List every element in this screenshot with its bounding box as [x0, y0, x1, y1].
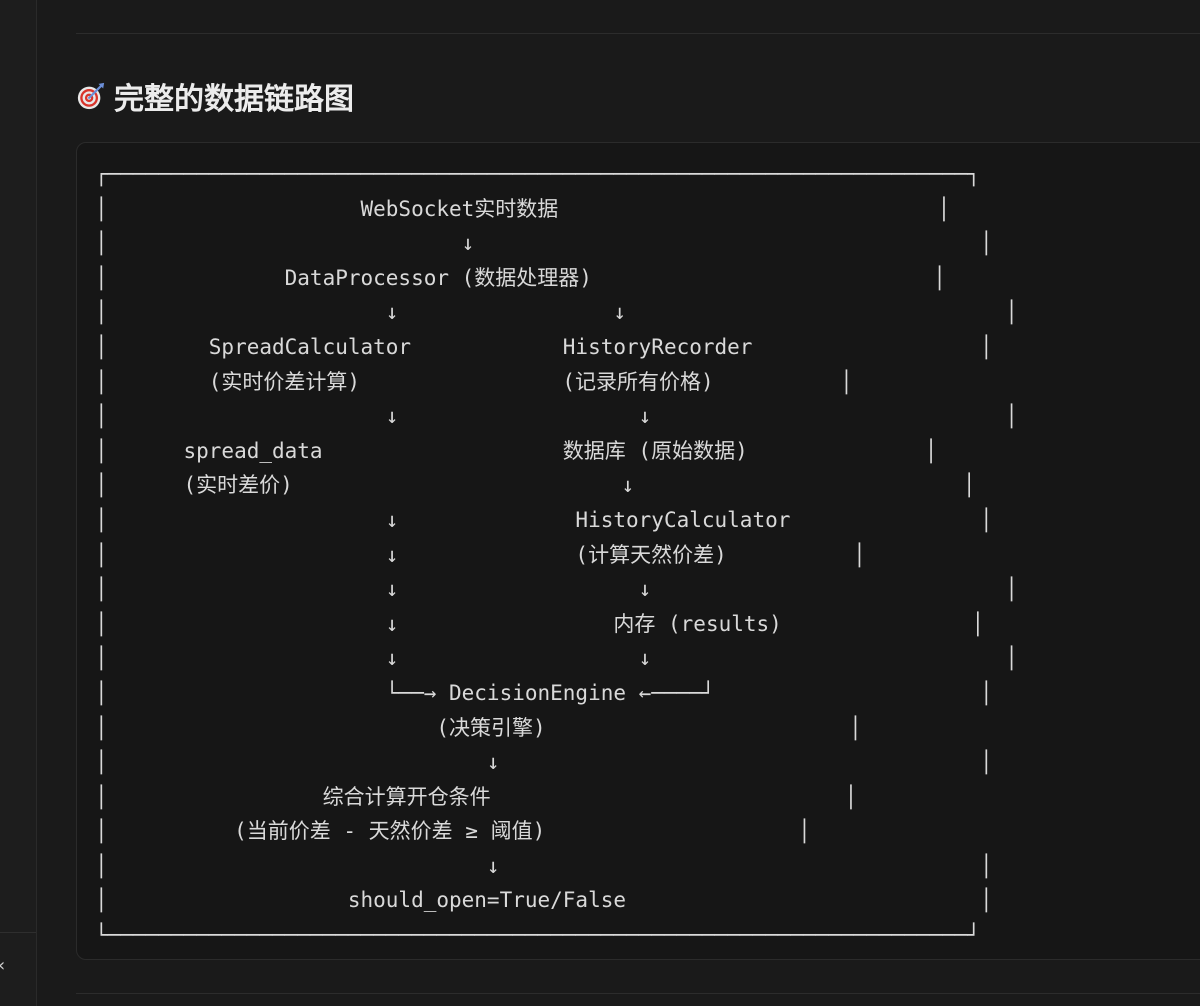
section-title: 完整的数据链路图 — [114, 82, 354, 117]
divider — [76, 33, 1200, 34]
left-sidebar — [0, 0, 37, 1006]
code-line: │ (当前价差 - 天然价差 ≥ 阈值) │ — [95, 819, 811, 844]
code-line: └───────────────────────────────────────… — [95, 923, 981, 948]
target-icon — [77, 82, 105, 110]
code-line: │ should_open=True/False │ — [95, 888, 993, 913]
code-line: │ ↓ ↓ │ — [95, 577, 1018, 602]
code-line: │ (决策引擎) │ — [95, 715, 862, 740]
code-line: │ ↓ ↓ │ — [95, 404, 1018, 429]
code-line: │ WebSocket实时数据 │ — [95, 196, 951, 221]
code-line: │ 综合计算开仓条件 │ — [95, 784, 858, 809]
code-line: │ ↓ 内存 (results) │ — [95, 611, 985, 636]
diagram-text: ┌───────────────────────────────────────… — [95, 157, 1018, 953]
collapse-sidebar-button[interactable]: ‹ — [0, 932, 36, 1006]
code-line: │ ↓ ↓ │ — [95, 646, 1018, 671]
code-line: │ └──→ DecisionEngine ←────┘ │ — [95, 680, 993, 705]
code-line: │ (实时价差计算) (记录所有价格) │ — [95, 369, 853, 394]
code-line: │ ↓ (计算天然价差) │ — [95, 542, 866, 567]
section-heading: 完整的数据链路图 — [76, 74, 354, 118]
code-line: │ ↓ │ — [95, 750, 993, 775]
code-line: │ ↓ HistoryCalculator │ — [95, 507, 993, 532]
code-line: │ spread_data 数据库 (原始数据) │ — [95, 438, 938, 463]
code-line: │ ↓ │ — [95, 853, 993, 878]
code-line: │ ↓ ↓ │ — [95, 300, 1018, 325]
code-line: │ SpreadCalculator HistoryRecorder │ — [95, 334, 993, 359]
code-line: │ ↓ │ — [95, 231, 993, 256]
chevron-left-icon: ‹ — [0, 955, 5, 976]
code-block[interactable]: ┌───────────────────────────────────────… — [76, 142, 1200, 960]
code-line: │ DataProcessor (数据处理器) │ — [95, 265, 946, 290]
divider — [76, 993, 1200, 994]
code-line: ┌───────────────────────────────────────… — [95, 162, 981, 186]
code-line: │ (实时差价) ↓ │ — [95, 473, 976, 498]
